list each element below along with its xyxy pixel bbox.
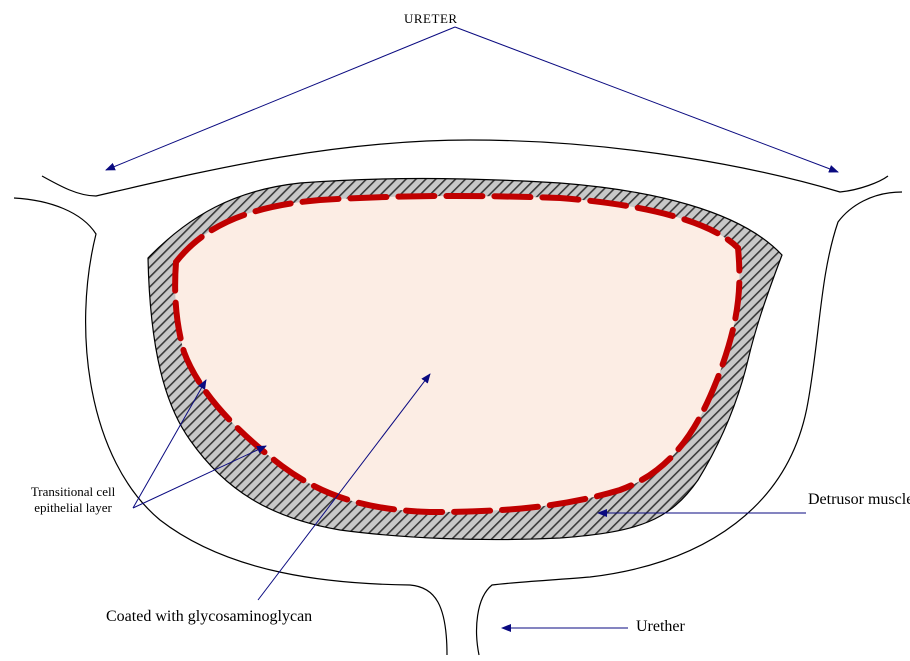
urether-label: Urether [636, 618, 685, 636]
glycosaminoglycan-label: Coated with glycosaminoglycan [106, 607, 312, 627]
ureter-arrow-right [455, 27, 838, 172]
transitional-epithelium-label: Transitional cell epithelial layer [14, 484, 132, 516]
ureter-label: URETER [404, 11, 458, 27]
ureter-arrow-left [106, 27, 455, 170]
detrusor-muscle-label: Detrusor muscle [808, 490, 910, 510]
